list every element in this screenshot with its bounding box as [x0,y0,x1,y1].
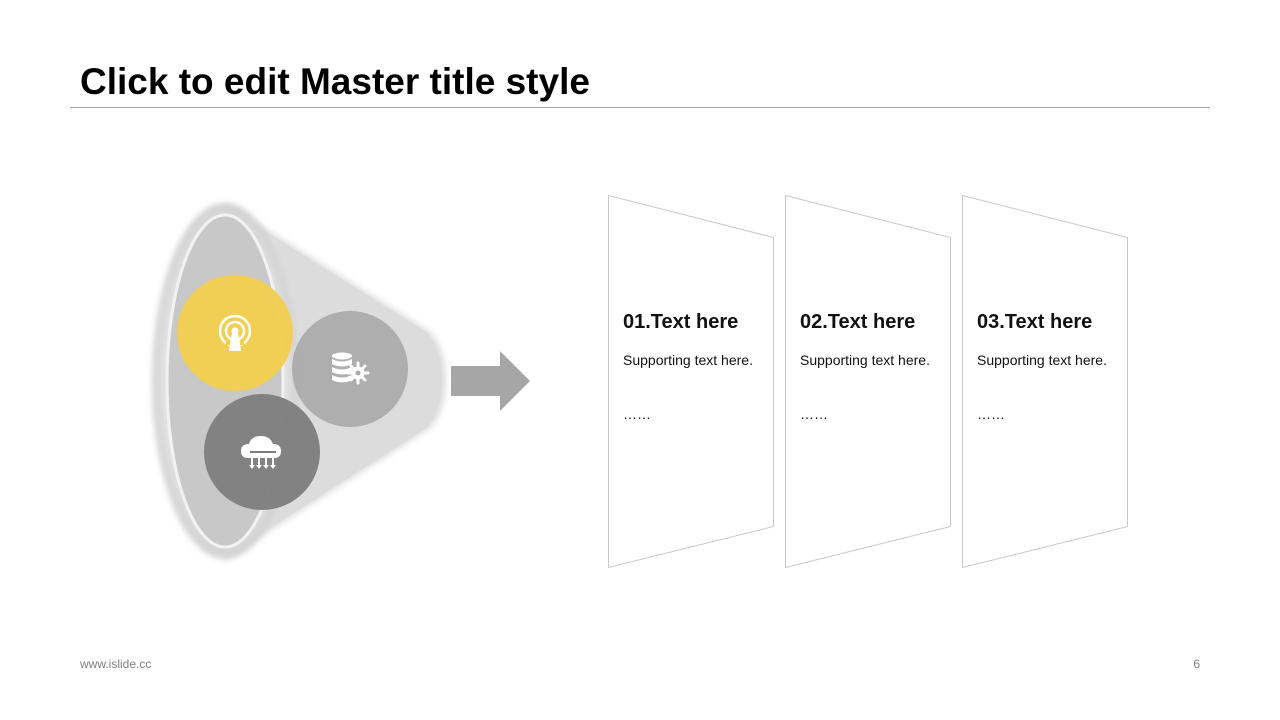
panel-ellipsis: …… [977,406,1005,422]
panel-1[interactable]: 01.Text here Supporting text here. …… [623,309,773,423]
panel-supporting-text: Supporting text here. [800,352,930,368]
panel-heading: 02.Text here [800,311,916,333]
arrow-right-icon [451,351,530,411]
antenna-icon [218,314,252,351]
panel-heading: 03.Text here [977,311,1093,333]
panel-ellipsis: …… [800,406,828,422]
panel-shape-1 [608,194,774,569]
panel-3[interactable]: 03.Text here Supporting text here. …… [977,309,1127,423]
panel-supporting-text: Supporting text here. [623,352,753,368]
cloud-download-circle[interactable] [204,394,320,510]
page-number: 6 [1193,657,1200,671]
panel-shape-3 [962,194,1128,569]
panel-ellipsis: …… [623,406,651,422]
panel-2[interactable]: 02.Text here Supporting text here. …… [800,309,950,423]
cloud-download-icon [241,436,281,469]
database-gear-circle[interactable] [292,311,408,427]
panel-heading: 01.Text here [623,311,739,333]
panel-shape-2 [785,194,951,569]
slide-title[interactable]: Click to edit Master title style [80,61,590,102]
antenna-circle[interactable] [177,275,293,391]
panel-outlines [608,194,1128,569]
title-divider [70,107,1210,108]
database-gear-icon [332,352,370,385]
panel-supporting-text: Supporting text here. [977,352,1107,368]
footer-url: www.islide.cc [80,657,152,671]
